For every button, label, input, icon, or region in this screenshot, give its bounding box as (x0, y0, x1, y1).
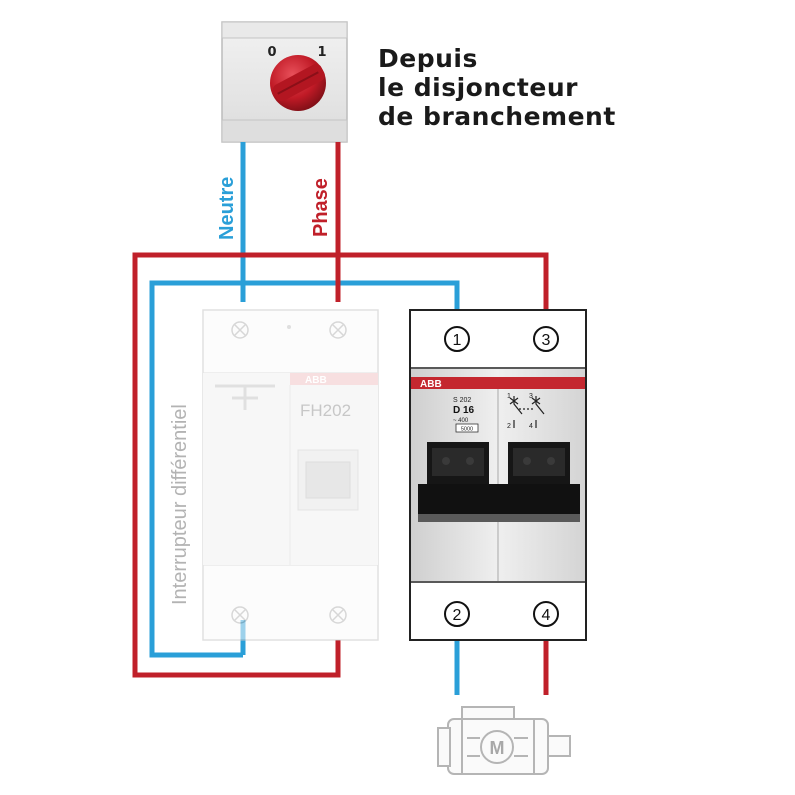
circuit-breaker: ABB S 202 D 16 ~ 400 5000 1 3 2 4 (409, 309, 587, 641)
differential-brand: ABB (305, 375, 327, 386)
contact-label-3: 3 (529, 393, 533, 400)
terminal-4: 4 (533, 601, 559, 627)
switch-knob[interactable] (270, 55, 327, 111)
terminal-1: 1 (444, 326, 470, 352)
caption: Depuis le disjoncteur de branchement (378, 44, 616, 131)
rotary-switch: 0 1 (221, 21, 348, 143)
breaker-brand: ABB (420, 379, 442, 390)
phase-label: Phase (310, 178, 332, 237)
screw-icon (231, 321, 347, 624)
motor-label: M (490, 738, 505, 758)
breaker-rating: D 16 (453, 405, 475, 416)
differential-switch: ABB FH202 (202, 309, 379, 641)
caption-line-1: Depuis (378, 44, 478, 73)
differential-label: Interrupteur différentiel (169, 404, 191, 605)
differential-model: FH202 (300, 401, 351, 420)
breaker-code: 5000 (461, 427, 473, 433)
breaker-model: S 202 (453, 397, 471, 404)
wires (132, 142, 549, 695)
terminal-2-label: 2 (453, 607, 462, 624)
neutral-label: Neutre (216, 177, 238, 240)
switch-on-label: 1 (317, 45, 326, 60)
contact-label-4: 4 (529, 423, 533, 430)
phase-wire-loop (132, 252, 549, 678)
switch-off-label: 0 (267, 45, 276, 60)
caption-line-2: le disjoncteur (378, 73, 578, 102)
breaker-lever[interactable] (508, 442, 570, 488)
terminal-2: 2 (444, 601, 470, 627)
terminal-4-label: 4 (542, 607, 551, 624)
contact-symbol-icon (509, 396, 545, 428)
neutral-wire-loop (149, 280, 460, 658)
contact-label-2: 2 (507, 423, 511, 430)
terminal-1-label: 1 (453, 332, 462, 349)
motor-icon (437, 706, 571, 775)
terminal-3: 3 (533, 326, 559, 352)
contact-label-1: 1 (507, 393, 511, 400)
breaker-lever[interactable] (427, 442, 489, 488)
terminal-3-label: 3 (542, 332, 551, 349)
breaker-voltage: ~ 400 (453, 418, 469, 424)
caption-line-3: de branchement (378, 102, 616, 131)
test-button-icon (215, 384, 275, 410)
